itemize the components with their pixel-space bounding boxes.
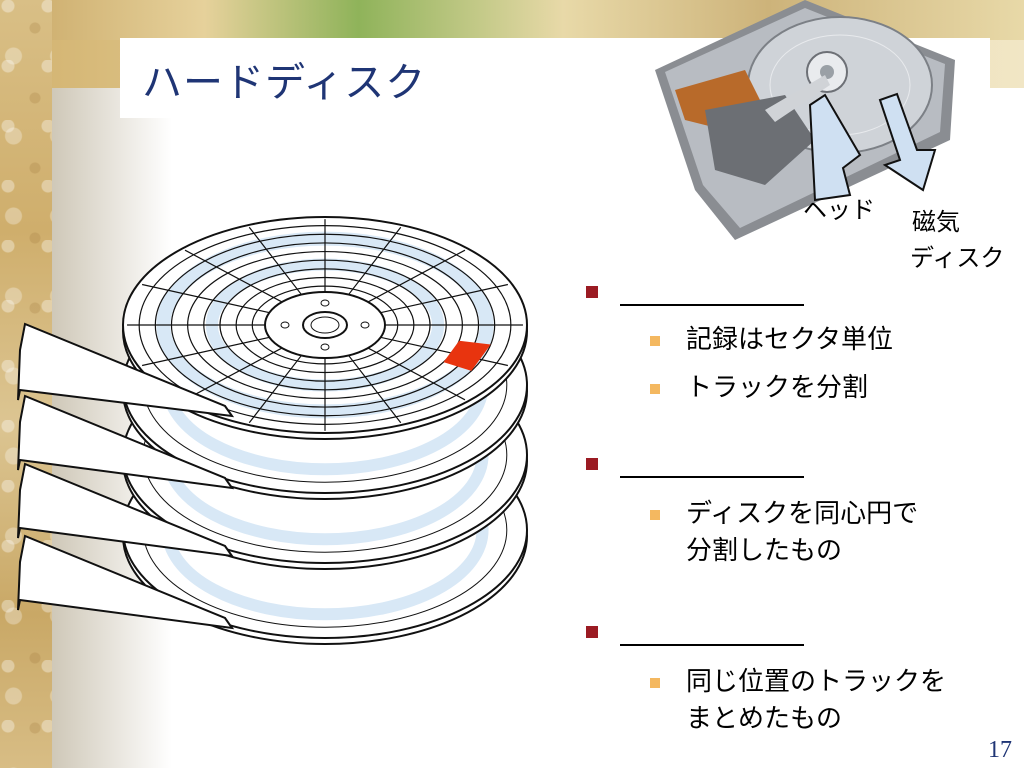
head-arm <box>17 394 235 490</box>
head-arrow <box>808 93 862 202</box>
hard-disk-photo <box>655 0 955 240</box>
highlighted-sector <box>443 340 491 371</box>
hub-hole <box>280 321 290 329</box>
disk-label-line1: 磁気 <box>912 208 960 236</box>
sub-item: ディスクを同心円で 分割したもの <box>650 496 918 570</box>
sector-line <box>347 354 402 424</box>
sub-item: トラックを分割 <box>650 370 868 407</box>
fill-in-blank-1 <box>620 278 804 306</box>
sub-item-line: 同じ位置のトラックを <box>686 667 947 697</box>
sector-line <box>141 283 270 314</box>
sub-bullet-marker <box>650 510 660 520</box>
bullet-item-3 <box>586 618 804 646</box>
sub-item-text: トラックを分割 <box>686 373 869 403</box>
hub-center <box>302 311 348 339</box>
sector-line <box>347 226 402 296</box>
sector-line <box>184 249 283 303</box>
sub-bullet-marker <box>650 336 660 346</box>
bullet-marker <box>586 458 598 470</box>
head-arm <box>765 75 830 122</box>
hub-inner <box>310 316 340 334</box>
disk-stack-diagram <box>17 216 528 645</box>
head-arm <box>17 534 235 630</box>
sub-item: 記録はセクタ単位 <box>650 322 893 359</box>
sub-item-text: 同じ位置のトラックを まとめたもの <box>686 664 946 738</box>
hub-hole <box>320 299 330 307</box>
bullet-item-1 <box>586 278 804 306</box>
hub-hole <box>320 343 330 351</box>
sector-line <box>367 347 466 401</box>
page-number: 17 <box>988 737 1012 763</box>
hub-hole <box>360 321 370 329</box>
sub-item-line: ディスクを同心円で <box>686 499 919 529</box>
sub-item-text: 記録はセクタ単位 <box>686 325 893 355</box>
bullet-marker <box>586 286 598 298</box>
disk-label-line2: ディスク <box>910 244 1005 272</box>
fill-in-blank-2 <box>620 450 804 478</box>
disk-arrow <box>878 92 937 192</box>
sector-line <box>248 354 303 424</box>
actuator <box>705 95 815 185</box>
spindle-center <box>820 65 834 79</box>
sector-line <box>184 347 283 401</box>
bullet-marker <box>586 626 598 638</box>
sub-item-line: 分割したもの <box>686 536 843 566</box>
sub-bullet-marker <box>650 678 660 688</box>
head-arm <box>17 462 235 558</box>
fill-in-blank-3 <box>620 618 804 646</box>
sector-line <box>380 336 509 367</box>
sub-item-line: まとめたもの <box>686 704 843 734</box>
sub-bullet-marker <box>650 384 660 394</box>
sector-line <box>380 283 509 314</box>
head-arm <box>17 322 235 418</box>
slide-title: ハードディスク <box>142 60 427 106</box>
sector-line <box>367 249 466 303</box>
sub-item: 同じ位置のトラックを まとめたもの <box>650 664 946 738</box>
sector-line <box>248 226 303 296</box>
head-label: ヘッド <box>803 196 875 224</box>
sub-item-text: ディスクを同心円で 分割したもの <box>686 496 918 570</box>
sector-line <box>141 336 270 367</box>
bullet-item-2 <box>586 450 804 478</box>
